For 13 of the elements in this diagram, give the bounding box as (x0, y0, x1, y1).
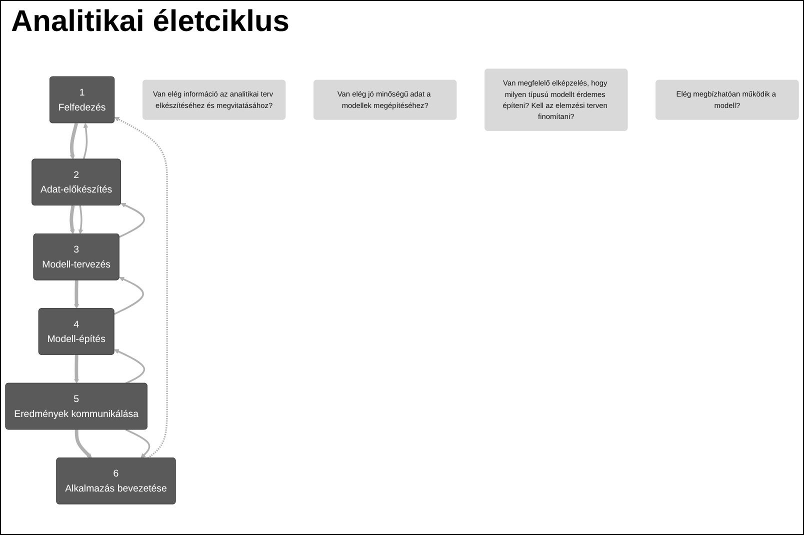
arrow (74, 280, 80, 309)
arrow (74, 430, 92, 458)
arrow (74, 354, 80, 384)
arrow (70, 122, 78, 160)
arrow (78, 205, 84, 234)
diagram-title: Analitikai életciklus (11, 5, 290, 39)
arrow (114, 349, 146, 384)
arrow (119, 202, 146, 238)
arrow (70, 205, 75, 234)
arrow (114, 276, 144, 315)
arrow (114, 116, 168, 459)
arrow (82, 122, 88, 160)
arrow (125, 428, 150, 458)
